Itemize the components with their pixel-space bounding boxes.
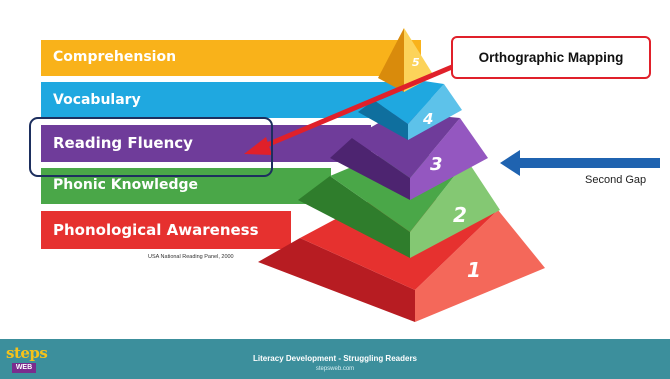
source-citation: USA National Reading Panel, 2000 xyxy=(148,254,234,260)
pyramid-number-1: 1 xyxy=(467,258,481,282)
footer-bar xyxy=(0,339,670,379)
orthographic-mapping-arrow xyxy=(244,64,453,155)
pyramid-number-2: 2 xyxy=(453,203,467,227)
label-comprehension: Comprehension xyxy=(53,49,177,65)
label-vocabulary: Vocabulary xyxy=(53,92,141,108)
second-gap-label: Second Gap xyxy=(585,174,647,186)
second-gap-arrow-icon xyxy=(500,150,660,176)
reading-fluency-highlight xyxy=(29,117,273,177)
pyramid-layer-3 xyxy=(330,112,488,200)
orthographic-mapping-callout: Orthographic Mapping xyxy=(451,36,651,79)
label-phonological-awareness: Phonological Awareness xyxy=(53,221,259,239)
logo-steps-text: steps xyxy=(6,344,48,362)
pyramid-number-5: 5 xyxy=(412,56,420,69)
pyramid-number-3: 3 xyxy=(430,154,443,175)
footer-title: Literacy Development - Struggling Reader… xyxy=(252,354,418,363)
label-phonic-knowledge: Phonic Knowledge xyxy=(53,177,198,193)
logo-web-text: WEB xyxy=(12,363,36,373)
bar-reading-fluency xyxy=(41,125,371,162)
bar-comprehension xyxy=(41,40,421,76)
stepsweb-logo: steps WEB xyxy=(6,345,48,375)
pyramid-layer-4 xyxy=(358,78,462,140)
bar-phonic-knowledge xyxy=(41,168,331,204)
bar-phonological-awareness xyxy=(41,211,291,249)
pyramid-number-4: 4 xyxy=(422,110,433,128)
footer-subtitle: stepsweb.com xyxy=(315,366,355,372)
label-reading-fluency: Reading Fluency xyxy=(53,134,193,152)
